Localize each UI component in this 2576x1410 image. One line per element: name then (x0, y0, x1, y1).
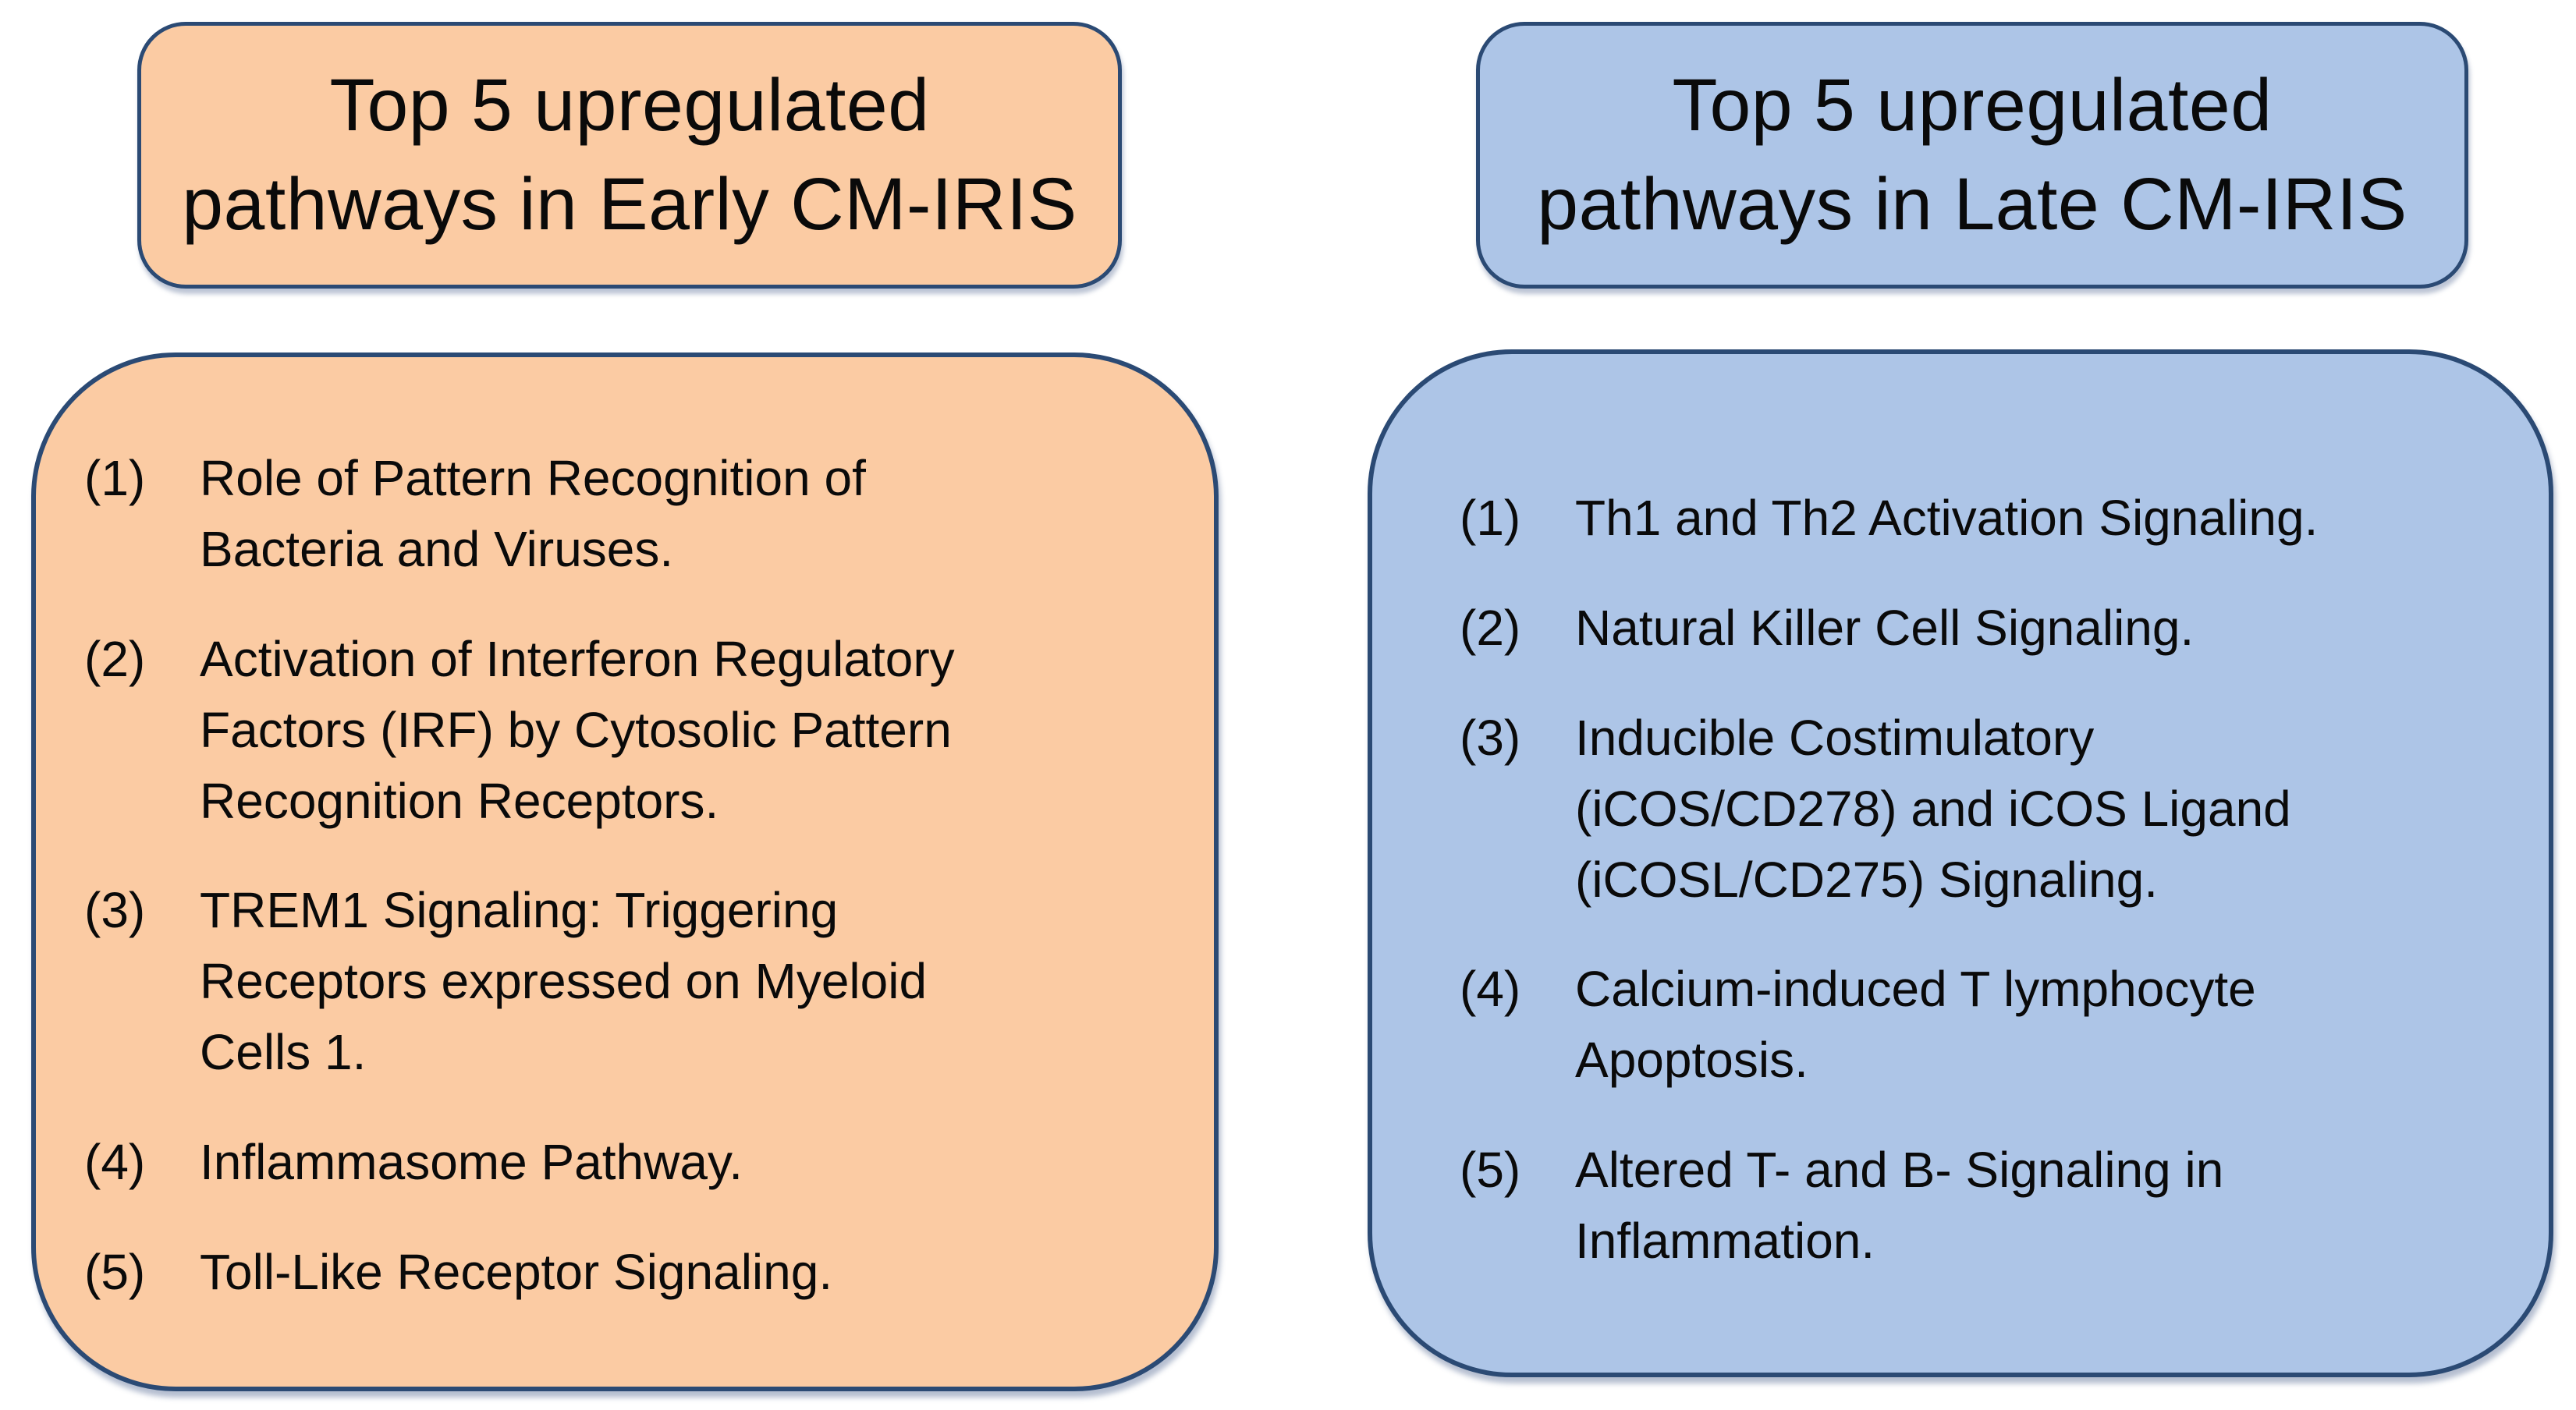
list-item: (5) Toll-Like Receptor Signaling. (84, 1237, 1159, 1308)
item-number: (3) (1460, 709, 1521, 766)
list-item: (4) Calcium-induced T lymphocyte Apoptos… (1460, 954, 2502, 1096)
list-item: (2) Natural Killer Cell Signaling. (1460, 593, 2502, 664)
item-text: Calcium-induced T lymphocyte Apoptosis. (1575, 961, 2256, 1089)
item-text: Altered T- and B- Signaling in Inflammat… (1575, 1142, 2224, 1269)
early-title-box: Top 5 upregulated pathways in Early CM-I… (137, 22, 1122, 289)
item-number: (5) (1460, 1142, 1521, 1199)
early-title: Top 5 upregulated pathways in Early CM-I… (182, 63, 1077, 246)
list-item: (4) Inflammasome Pathway. (84, 1127, 1159, 1198)
item-text: Th1 and Th2 Activation Signaling. (1575, 490, 2319, 546)
late-title: Top 5 upregulated pathways in Late CM-IR… (1537, 63, 2407, 246)
item-number: (5) (84, 1243, 146, 1300)
item-text: Activation of Interferon Regulatory Fact… (200, 630, 955, 829)
list-item: (3) TREM1 Signaling: Triggering Receptor… (84, 875, 1159, 1088)
list-item: (5) Altered T- and B- Signaling in Infla… (1460, 1135, 2502, 1277)
item-number: (4) (1460, 961, 1521, 1018)
late-pathway-list-box: (1) Th1 and Th2 Activation Signaling. (2… (1368, 349, 2553, 1377)
list-item: (1) Role of Pattern Recognition of Bacte… (84, 443, 1159, 585)
item-text: Inflammasome Pathway. (200, 1134, 743, 1190)
item-number: (1) (1460, 490, 1521, 546)
item-text: Toll-Like Receptor Signaling. (200, 1243, 833, 1300)
list-item: (3) Inducible Costimulatory (iCOS/CD278)… (1460, 703, 2502, 916)
item-number: (1) (84, 450, 146, 506)
list-item: (2) Activation of Interferon Regulatory … (84, 624, 1159, 837)
item-number: (2) (84, 630, 146, 687)
item-text: Role of Pattern Recognition of Bacteria … (200, 450, 866, 577)
item-text: Inducible Costimulatory (iCOS/CD278) and… (1575, 709, 2291, 908)
early-pathway-list-box: (1) Role of Pattern Recognition of Bacte… (31, 352, 1219, 1391)
item-text: Natural Killer Cell Signaling. (1575, 599, 2195, 656)
item-number: (2) (1460, 599, 1521, 656)
late-title-box: Top 5 upregulated pathways in Late CM-IR… (1476, 22, 2468, 289)
list-item: (1) Th1 and Th2 Activation Signaling. (1460, 483, 2502, 554)
item-number: (3) (84, 882, 146, 939)
item-number: (4) (84, 1134, 146, 1190)
item-text: TREM1 Signaling: Triggering Receptors ex… (200, 882, 928, 1081)
